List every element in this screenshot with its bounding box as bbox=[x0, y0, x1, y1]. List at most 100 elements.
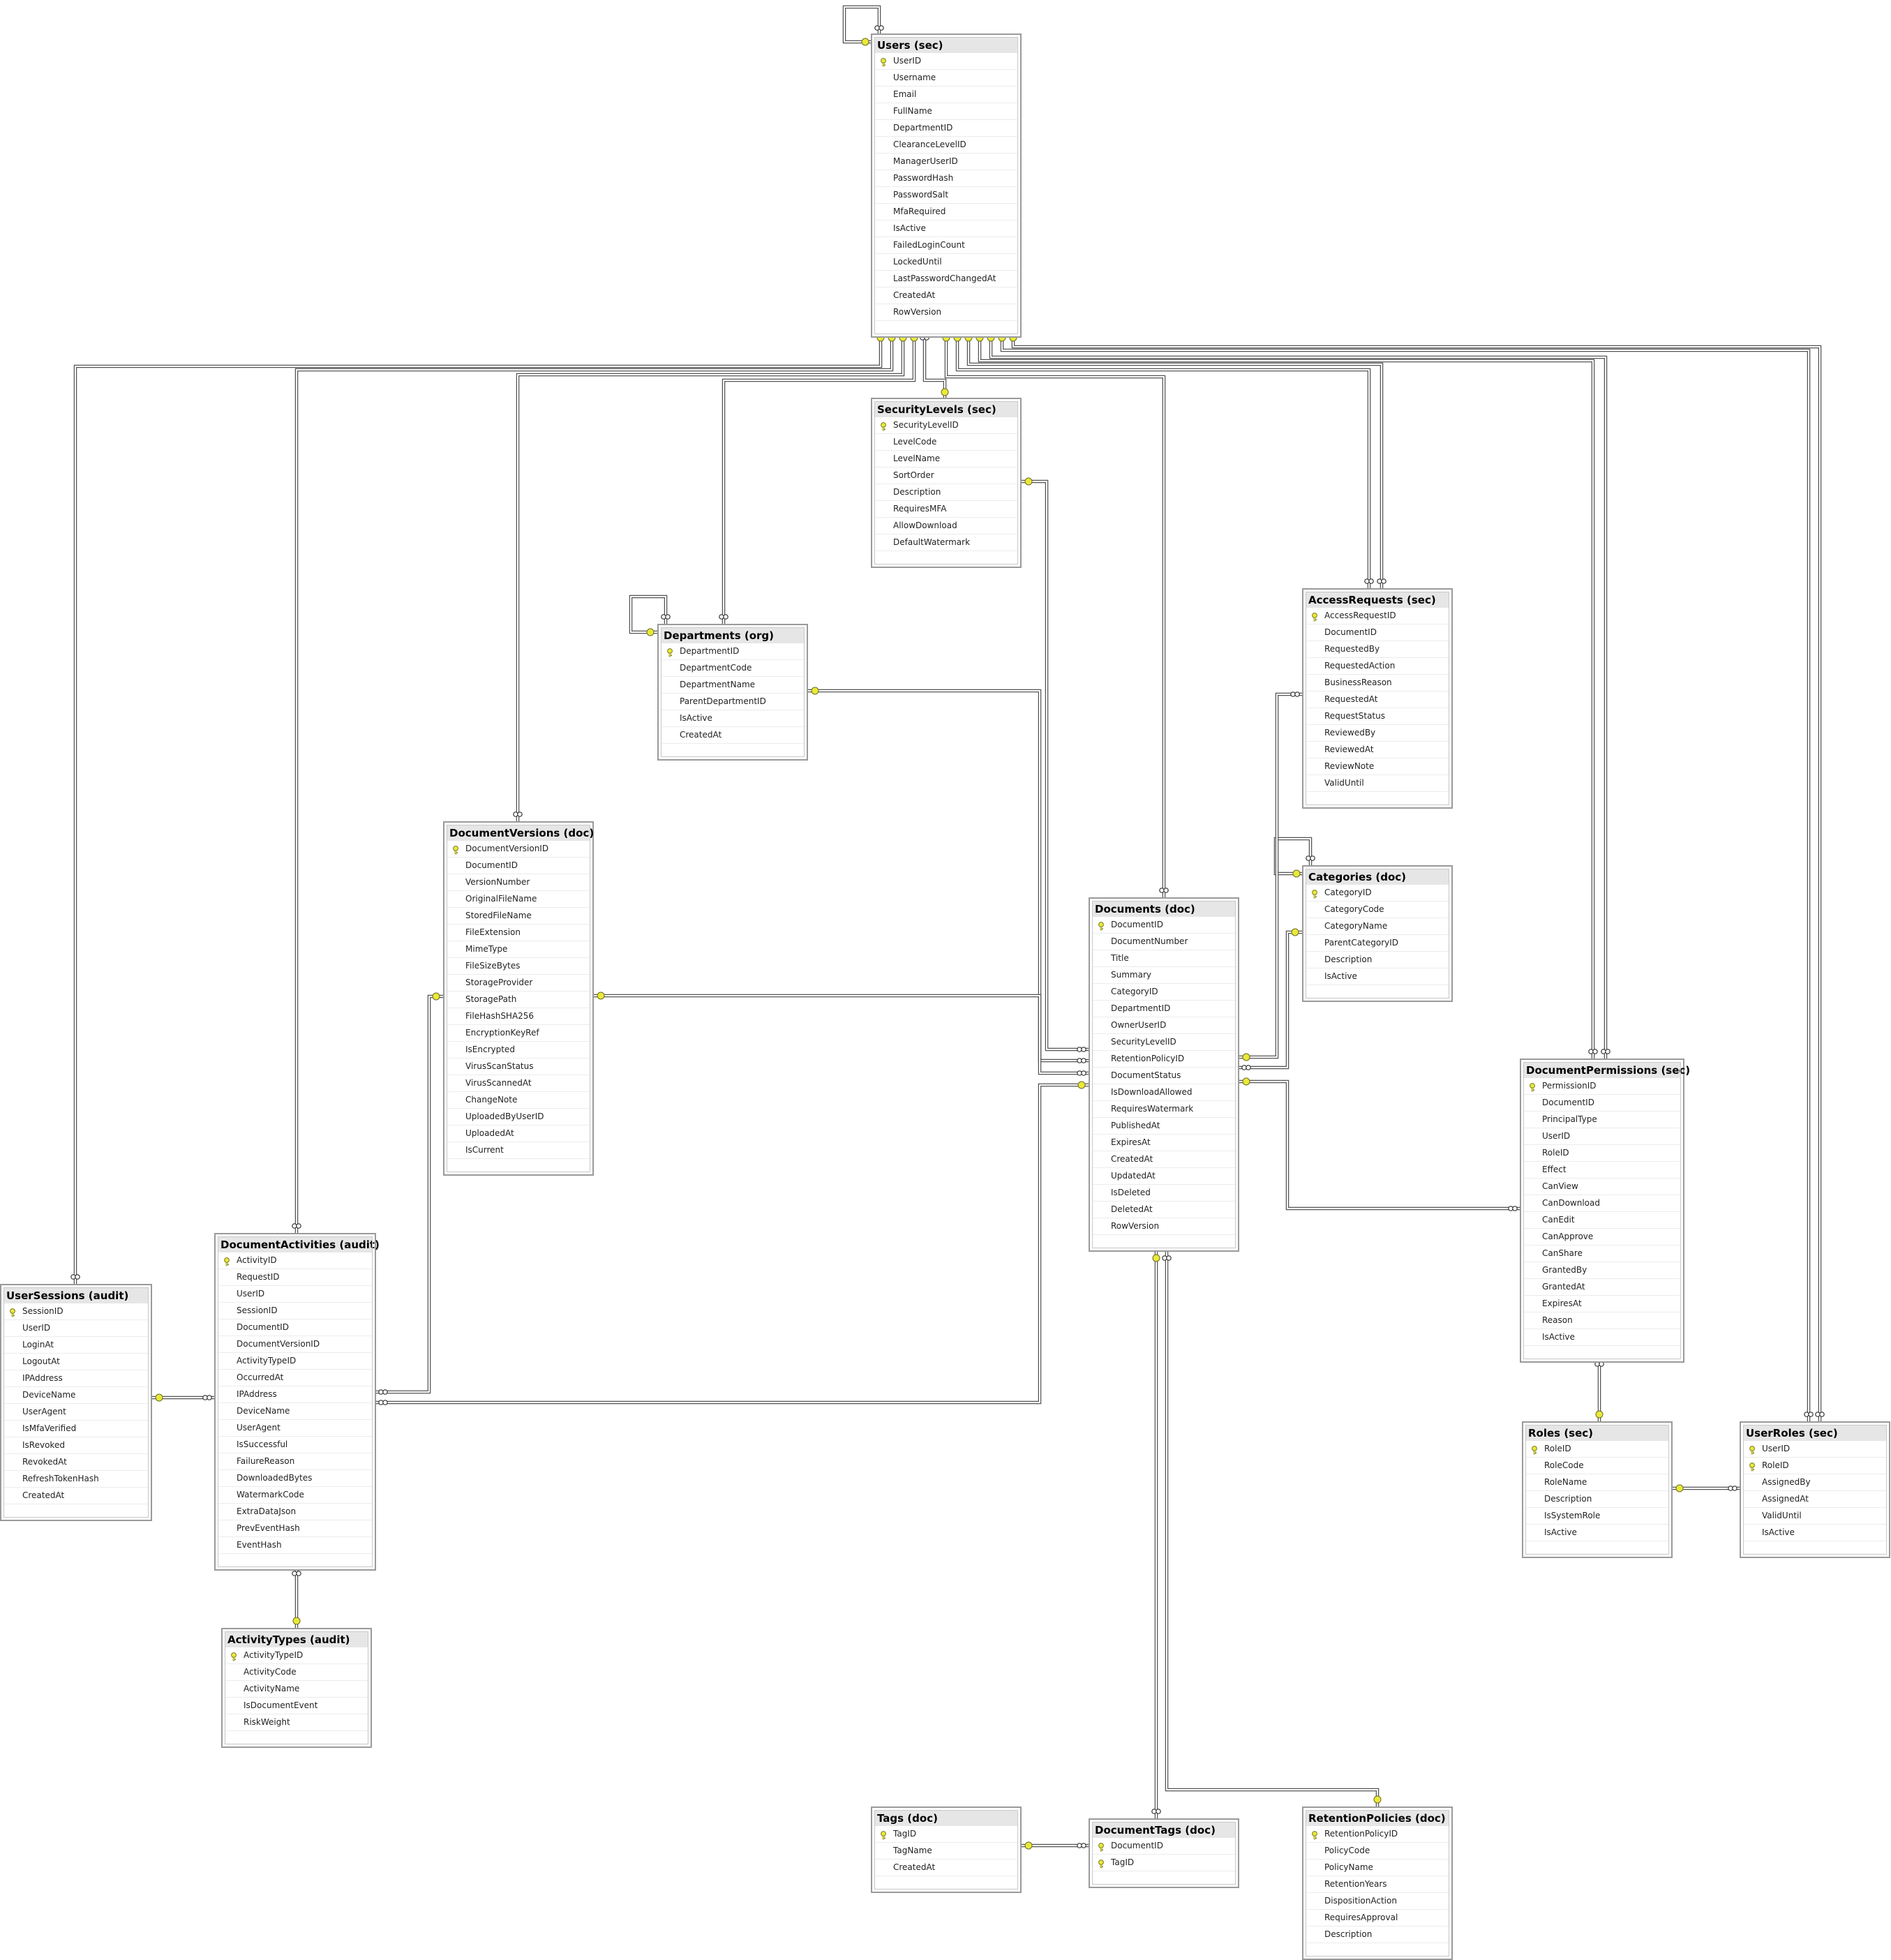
column-row[interactable]: IsActive bbox=[1744, 1525, 1886, 1541]
column-row[interactable]: RequestID bbox=[218, 1269, 372, 1286]
column-row[interactable]: SessionID bbox=[218, 1303, 372, 1319]
column-row[interactable]: PolicyCode bbox=[1306, 1843, 1449, 1860]
column-row[interactable]: PermissionID bbox=[1524, 1078, 1680, 1095]
column-row[interactable]: FullName bbox=[875, 103, 1017, 120]
column-row[interactable]: RequestedAt bbox=[1306, 691, 1449, 708]
column-row[interactable]: ParentCategoryID bbox=[1306, 935, 1449, 952]
column-row[interactable]: ReviewNote bbox=[1306, 758, 1449, 775]
column-row[interactable]: ActivityTypeID bbox=[225, 1647, 368, 1664]
column-row[interactable]: RetentionYears bbox=[1306, 1876, 1449, 1893]
column-row[interactable]: RequiresWatermark bbox=[1093, 1101, 1235, 1118]
column-row[interactable]: TagID bbox=[1093, 1855, 1235, 1871]
column-row[interactable]: RevokedAt bbox=[4, 1454, 148, 1471]
column-row[interactable]: IsActive bbox=[662, 710, 804, 727]
column-row[interactable]: CreatedAt bbox=[4, 1488, 148, 1504]
column-row[interactable]: PublishedAt bbox=[1093, 1118, 1235, 1135]
table-retentionpolicies[interactable]: RetentionPolicies (doc)RetentionPolicyID… bbox=[1302, 1806, 1453, 1960]
column-row[interactable]: Title bbox=[1093, 950, 1235, 967]
column-row[interactable]: DispositionAction bbox=[1306, 1893, 1449, 1910]
column-row[interactable]: ActivityID bbox=[218, 1252, 372, 1269]
table-title[interactable]: AccessRequests (sec) bbox=[1306, 592, 1449, 608]
column-row[interactable]: MfaRequired bbox=[875, 204, 1017, 220]
column-row[interactable]: IsSystemRole bbox=[1526, 1508, 1668, 1525]
column-row[interactable]: RoleName bbox=[1526, 1474, 1668, 1491]
column-row[interactable]: DocumentID bbox=[1306, 624, 1449, 641]
column-row[interactable]: IPAddress bbox=[4, 1370, 148, 1387]
column-row[interactable]: DepartmentID bbox=[875, 120, 1017, 137]
column-row[interactable]: DocumentID bbox=[218, 1319, 372, 1336]
column-row[interactable]: DocumentStatus bbox=[1093, 1068, 1235, 1084]
column-row[interactable]: CanView bbox=[1524, 1179, 1680, 1195]
column-row[interactable]: UploadedByUserID bbox=[447, 1109, 590, 1125]
table-title[interactable]: Users (sec) bbox=[875, 38, 1017, 53]
column-row[interactable]: ExpiresAt bbox=[1524, 1296, 1680, 1312]
column-row[interactable]: OriginalFileName bbox=[447, 891, 590, 908]
column-row[interactable]: ReviewedBy bbox=[1306, 725, 1449, 742]
column-row[interactable]: DocumentNumber bbox=[1093, 934, 1235, 950]
column-row[interactable]: IsActive bbox=[875, 220, 1017, 237]
column-row[interactable]: AssignedBy bbox=[1744, 1474, 1886, 1491]
column-row[interactable]: CategoryID bbox=[1306, 885, 1449, 902]
table-title[interactable]: DocumentActivities (audit) bbox=[218, 1237, 380, 1252]
column-row[interactable]: IsEncrypted bbox=[447, 1042, 590, 1058]
column-row[interactable]: UploadedAt bbox=[447, 1125, 590, 1142]
column-row[interactable]: Summary bbox=[1093, 967, 1235, 984]
column-row[interactable]: RequiresApproval bbox=[1306, 1910, 1449, 1927]
column-row[interactable]: CreatedAt bbox=[1093, 1151, 1235, 1168]
column-row[interactable]: ActivityCode bbox=[225, 1664, 368, 1681]
column-row[interactable]: Email bbox=[875, 87, 1017, 103]
column-row[interactable]: RequestedBy bbox=[1306, 641, 1449, 658]
column-row[interactable]: PasswordHash bbox=[875, 170, 1017, 187]
column-row[interactable]: CanEdit bbox=[1524, 1212, 1680, 1229]
column-row[interactable]: RowVersion bbox=[875, 304, 1017, 321]
column-row[interactable]: BusinessReason bbox=[1306, 675, 1449, 691]
column-row[interactable]: CategoryCode bbox=[1306, 902, 1449, 918]
column-row[interactable]: AccessRequestID bbox=[1306, 608, 1449, 624]
column-row[interactable]: DocumentVersionID bbox=[218, 1336, 372, 1353]
column-row[interactable]: FileHashSHA256 bbox=[447, 1008, 590, 1025]
column-row[interactable]: DepartmentID bbox=[662, 643, 804, 660]
column-row[interactable]: IsSuccessful bbox=[218, 1437, 372, 1453]
column-row[interactable]: DocumentID bbox=[1093, 917, 1235, 934]
column-row[interactable]: RowVersion bbox=[1093, 1218, 1235, 1235]
column-row[interactable]: RequestedAction bbox=[1306, 658, 1449, 675]
column-row[interactable]: VersionNumber bbox=[447, 874, 590, 891]
column-row[interactable]: IsDownloadAllowed bbox=[1093, 1084, 1235, 1101]
column-row[interactable]: RiskWeight bbox=[225, 1714, 368, 1731]
table-title[interactable]: ActivityTypes (audit) bbox=[225, 1632, 368, 1647]
table-title[interactable]: DocumentPermissions (sec) bbox=[1524, 1063, 1690, 1078]
column-row[interactable]: MimeType bbox=[447, 941, 590, 958]
table-title[interactable]: Categories (doc) bbox=[1306, 869, 1449, 885]
table-title[interactable]: DocumentVersions (doc) bbox=[447, 825, 594, 841]
column-row[interactable]: DeviceName bbox=[4, 1387, 148, 1404]
column-row[interactable]: FailureReason bbox=[218, 1453, 372, 1470]
column-row[interactable]: IsMfaVerified bbox=[4, 1421, 148, 1437]
column-row[interactable]: ActivityTypeID bbox=[218, 1353, 372, 1370]
table-title[interactable]: Departments (org) bbox=[662, 628, 804, 643]
column-row[interactable]: LevelName bbox=[875, 451, 1017, 467]
column-row[interactable]: TagName bbox=[875, 1843, 1017, 1860]
column-row[interactable]: UserAgent bbox=[4, 1404, 148, 1421]
column-row[interactable]: DepartmentName bbox=[662, 677, 804, 694]
column-row[interactable]: ExtraDataJson bbox=[218, 1504, 372, 1520]
column-row[interactable]: StoragePath bbox=[447, 992, 590, 1008]
table-title[interactable]: RetentionPolicies (doc) bbox=[1306, 1811, 1449, 1826]
table-title[interactable]: DocumentTags (doc) bbox=[1093, 1823, 1235, 1838]
column-row[interactable]: ReviewedAt bbox=[1306, 742, 1449, 758]
column-row[interactable]: ValidUntil bbox=[1744, 1508, 1886, 1525]
column-row[interactable]: IsCurrent bbox=[447, 1142, 590, 1159]
column-row[interactable]: DocumentID bbox=[1524, 1095, 1680, 1112]
column-row[interactable]: LevelCode bbox=[875, 434, 1017, 451]
column-row[interactable]: DeletedAt bbox=[1093, 1202, 1235, 1218]
column-row[interactable]: ChangeNote bbox=[447, 1092, 590, 1109]
column-row[interactable]: CreatedAt bbox=[875, 287, 1017, 304]
column-row[interactable]: ClearanceLevelID bbox=[875, 137, 1017, 154]
